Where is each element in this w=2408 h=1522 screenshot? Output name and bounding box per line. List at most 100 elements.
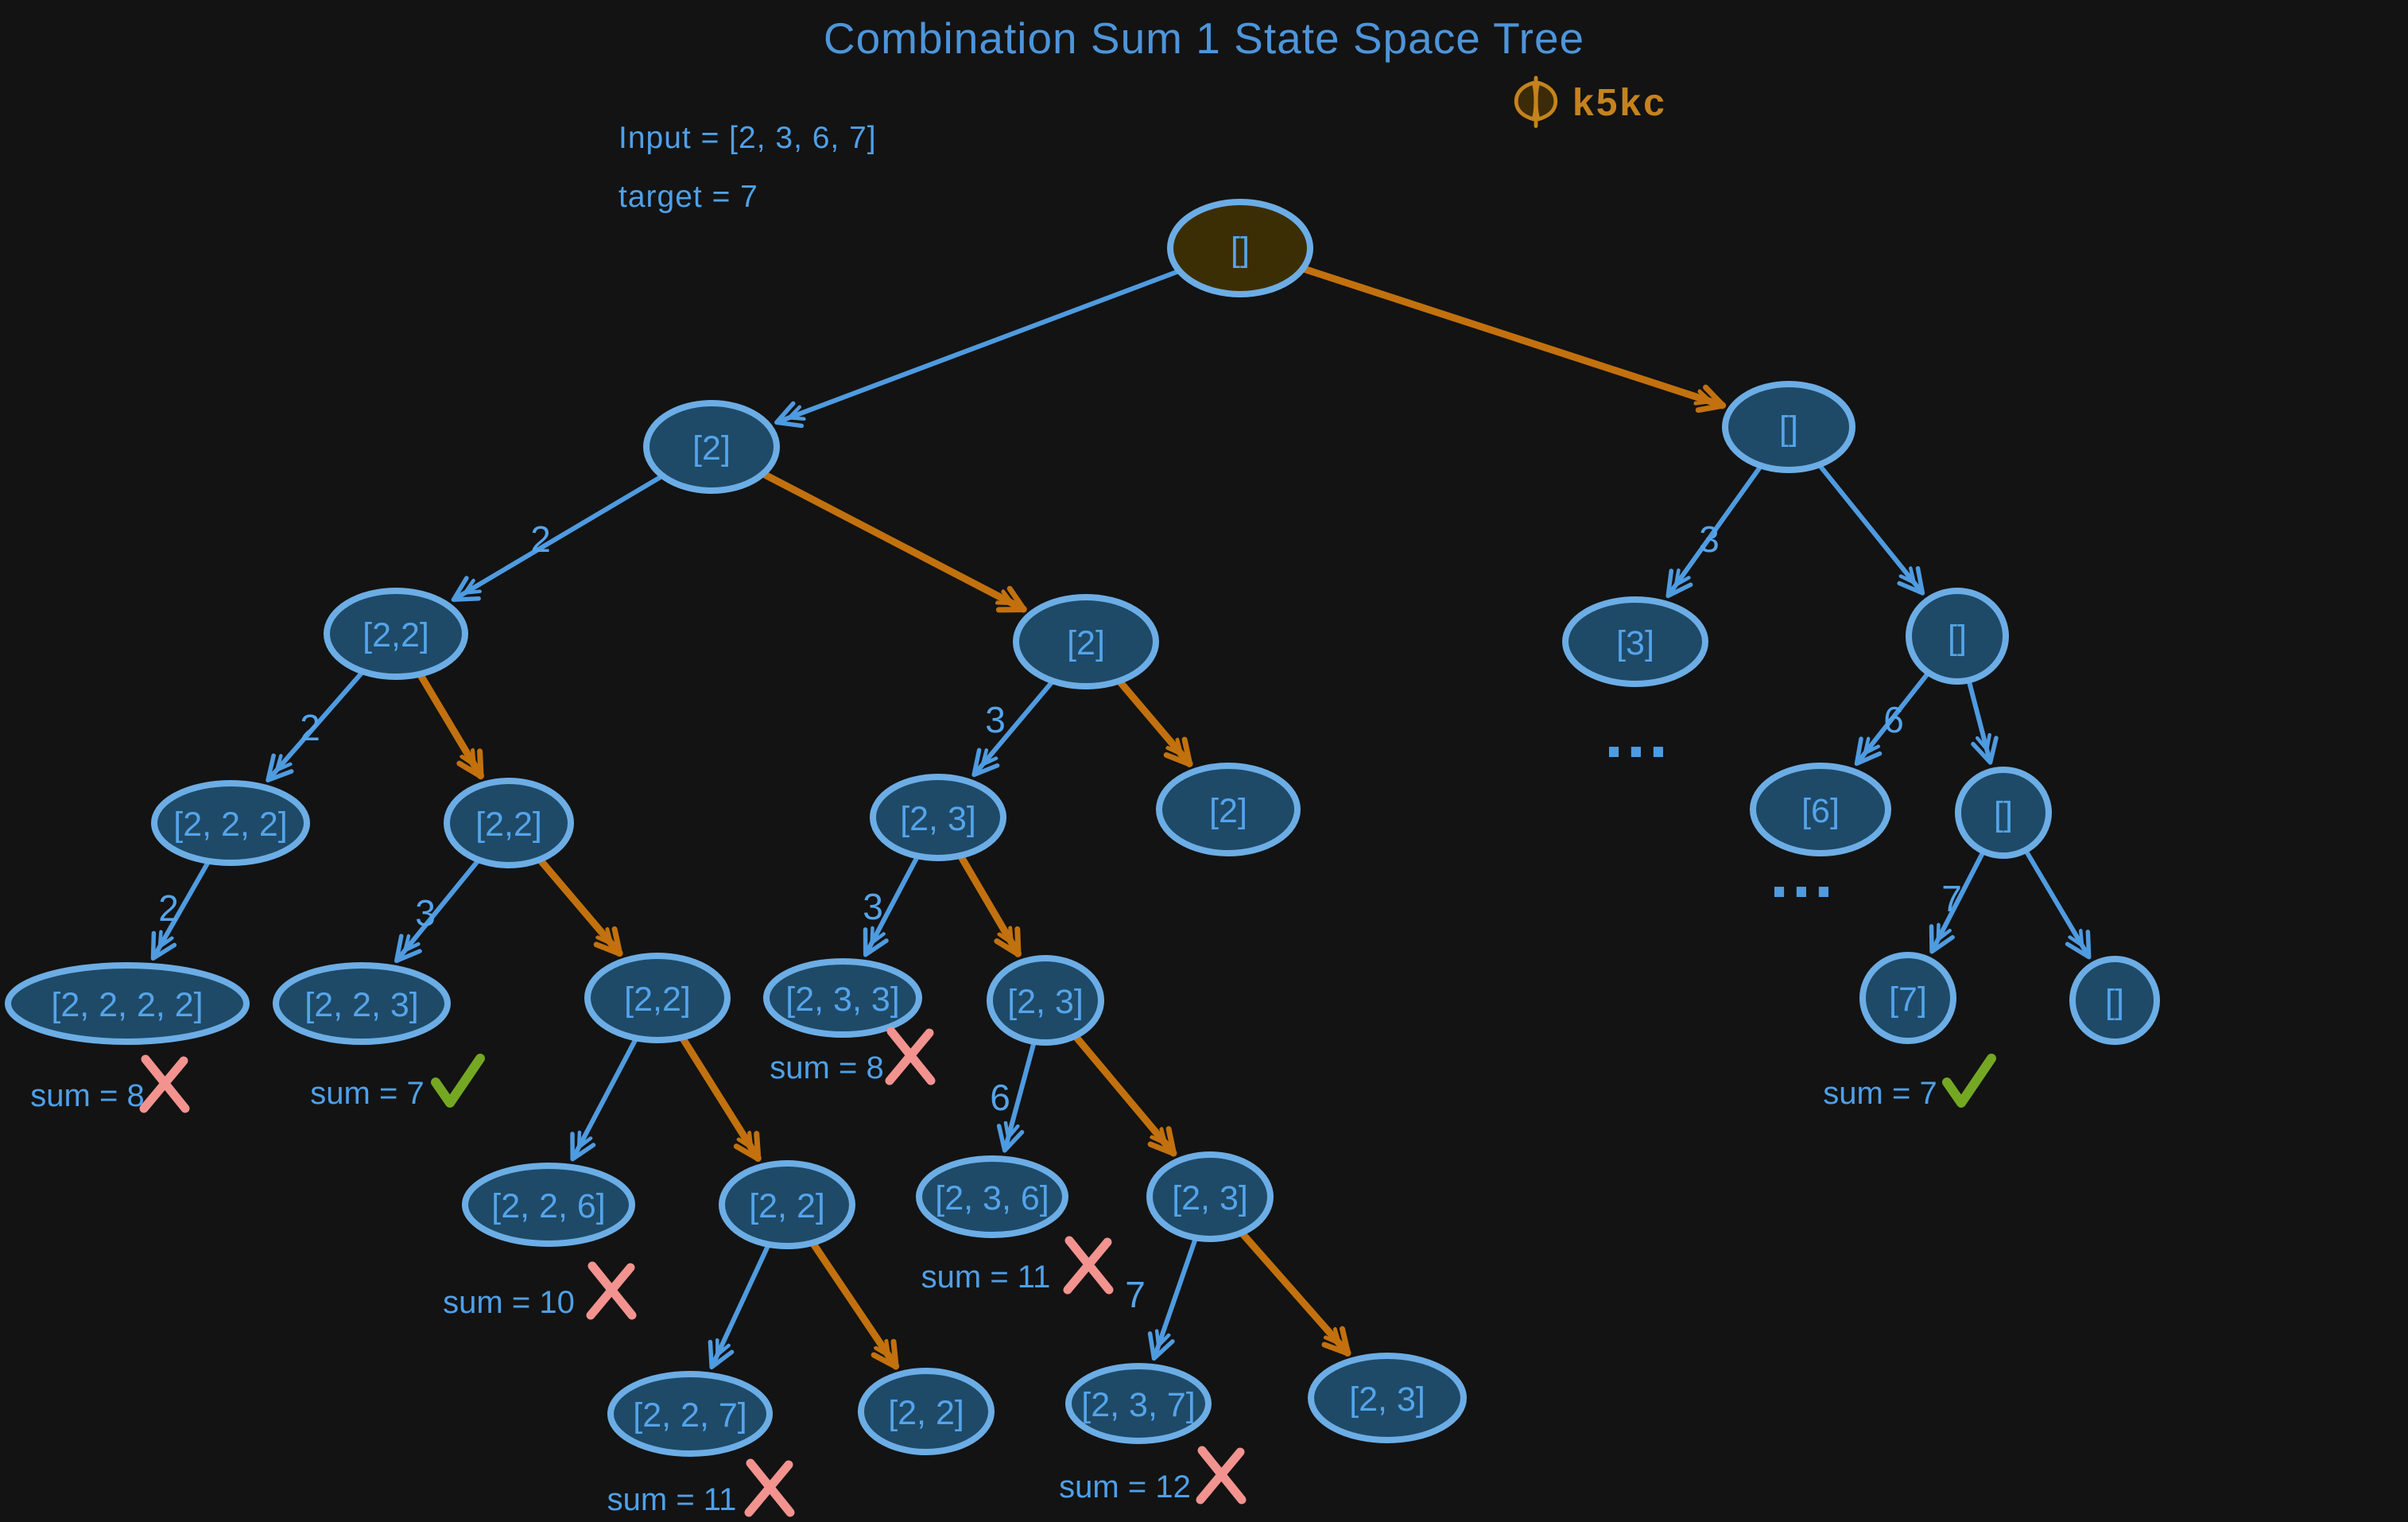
node-ellipse [1167,199,1313,297]
tree-edge-m23-m23b [958,853,1022,957]
node-ellipse [584,953,731,1043]
sum-label: sum = 8 [30,1078,144,1113]
tree-node-n22: [2,2] [324,588,468,680]
node-label: [2, 2, 2] [173,806,287,844]
node-label: [] [1994,795,2013,833]
tree-edge-e2-r6 [1857,672,1929,763]
watermark-label: k5kc [1572,81,1667,124]
ellipsis-icon: ... [1604,696,1671,772]
node-ellipse [462,1163,635,1247]
cross-icon [586,1261,637,1320]
check-icon [431,1054,485,1108]
edge-label: 3 [863,886,883,927]
tree-edge-m23b-m236 [1005,1041,1037,1150]
node-label: [2, 2, 2, 2] [51,986,203,1024]
node-ellipse [273,962,451,1045]
node-ellipse [1750,763,1891,856]
node-label: [2, 2] [888,1394,964,1432]
node-label: [2, 3, 6] [935,1179,1049,1217]
tree-node-m2b: [2] [1156,763,1301,856]
tree-node-m23c: [2, 3] [1146,1151,1274,1242]
butterfly-logo-icon [1514,76,1558,128]
sum-label: sum = 7 [310,1076,424,1111]
annotation-r7: sum = 7 [1823,1054,1996,1111]
node-ellipse [1955,767,2052,859]
tree-edge-n22-n222 [269,670,364,780]
edge-label: 2 [530,518,551,560]
tree-node-r6: [6] [1750,763,1891,856]
target-label: target = 7 [618,180,758,214]
tree-node-n22e: [2, 2] [858,1368,995,1455]
node-label: [6] [1801,792,1840,830]
node-label: [2,2] [475,806,542,844]
tree-edge-root-n2 [777,269,1180,422]
tree-edge-m23c-m23d [1239,1230,1351,1357]
node-ellipse [1156,763,1301,856]
sum-label: sum = 11 [921,1260,1051,1295]
tree-edge-e2-e3 [1967,680,1990,762]
tree-node-e3: [] [1955,767,2052,859]
node-ellipse [643,400,780,494]
tree-node-m237: [2, 3, 7] [1065,1363,1212,1444]
node-ellipse [916,1155,1068,1238]
sum-label: sum = 7 [1823,1076,1937,1111]
node-label: [2,2] [624,980,691,1019]
node-label: [2, 2, 7] [633,1396,746,1435]
node-ellipse [2069,956,2160,1045]
tree-node-m2: [2] [1013,594,1159,689]
annotation-m236: sum = 11 [921,1236,1114,1295]
tree-edge-n222-n2222 [153,860,211,958]
node-label: [7] [1889,980,1927,1019]
node-ellipse [719,1160,855,1249]
tree-node-n223: [2, 2, 3] [273,962,451,1045]
annotation-m237: sum = 12 [1059,1446,1247,1505]
annotation-r6: ... [1770,836,1833,912]
tree-node-n22b: [2,2] [444,778,574,868]
tree-node-r7: [7] [1859,952,1956,1044]
cross-icon [1196,1446,1247,1505]
input-label: Input = [2, 3, 6, 7] [618,121,877,155]
node-label: [2] [1067,624,1105,662]
node-ellipse [324,588,468,680]
tree-node-e4: [] [2069,956,2160,1045]
node-ellipse [1065,1363,1212,1444]
node-ellipse [1146,1151,1274,1242]
cross-icon [885,1027,936,1085]
node-label: [2, 3] [1172,1179,1248,1217]
tree-edge-n22b-n223 [397,859,480,961]
node-ellipse [5,962,250,1045]
sum-label: sum = 8 [770,1050,883,1085]
node-label: [] [1231,231,1250,269]
sum-label: sum = 12 [1059,1470,1191,1505]
annotation-n227: sum = 11 [607,1458,795,1517]
watermark: k5kc [1510,73,1667,132]
annotation-n2222: sum = 8 [30,1054,190,1113]
node-label: [] [1779,410,1798,448]
annotation-r3: ... [1604,696,1671,772]
tree-edge-n22d-n22e [810,1241,900,1370]
node-ellipse [1562,596,1708,687]
tree-edge-n2-m2 [761,471,1027,613]
annotation-n226: sum = 10 [443,1261,637,1320]
tree-edge-n22b-n22c [537,857,623,957]
tree-node-m23: [2, 3] [870,774,1006,861]
node-ellipse [858,1368,995,1455]
tree-edge-root-e1 [1301,266,1727,406]
node-ellipse [1722,381,1855,473]
node-label: [2, 3] [900,800,976,838]
cross-icon [744,1458,795,1517]
node-ellipse [1859,952,1956,1044]
tree-edge-e3-e4 [2024,849,2088,957]
tree-node-n226: [2, 2, 6] [462,1163,635,1247]
tree-edge-m23b-m23c [1072,1034,1177,1157]
tree-node-m23d: [2, 3] [1308,1353,1467,1443]
node-ellipse [870,774,1006,861]
node-ellipse [607,1371,773,1457]
node-ellipse [444,778,574,868]
edge-label: 7 [1125,1274,1146,1315]
tree-node-m23b: [2, 3] [987,955,1104,1046]
tree-edge-m2-m23 [975,680,1054,775]
node-ellipse [1308,1353,1467,1443]
tree-node-e1: [] [1722,381,1855,473]
cross-icon [1063,1236,1114,1295]
